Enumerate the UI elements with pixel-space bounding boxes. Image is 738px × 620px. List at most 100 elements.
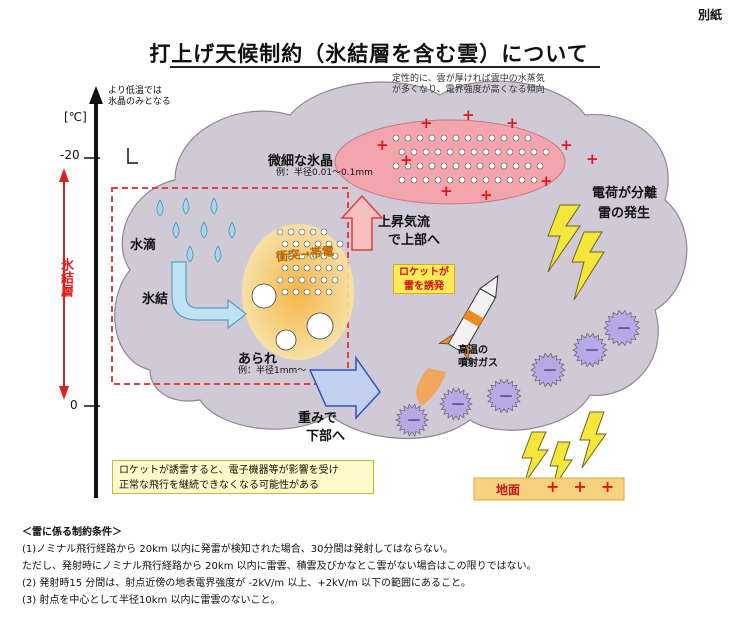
ice-crystal	[465, 163, 471, 169]
ice-crystal	[471, 177, 477, 183]
freezing-layer-arrowhead-bottom	[59, 386, 69, 400]
ice-crystal	[519, 177, 525, 183]
ice-crystal	[332, 277, 338, 283]
colder-note-pointer	[128, 148, 138, 163]
lightning-bolt	[580, 412, 606, 468]
ice-crystal	[423, 149, 429, 155]
plus-sign: +	[376, 136, 389, 154]
ice-crystal	[304, 289, 310, 295]
ice-crystal	[477, 163, 483, 169]
ice-crystal	[411, 177, 417, 183]
plus-sign: +	[506, 114, 519, 132]
ice-crystal	[299, 277, 305, 283]
ice-crystal	[405, 135, 411, 141]
freezing-layer-label: 氷結層	[56, 258, 75, 297]
constraint-item: (3) 射点を中心として半径10km 以内に雷雲のないこと。	[22, 592, 537, 609]
ice-crystal	[417, 135, 423, 141]
ice-crystal	[293, 289, 299, 295]
ice-crystal	[429, 135, 435, 141]
axis-tick-minus20: -20	[60, 148, 80, 162]
ice-crystal	[393, 163, 399, 169]
ice-crystal	[525, 163, 531, 169]
ice-crystal	[543, 149, 549, 155]
ice-crystal	[489, 163, 495, 169]
ice-crystal	[321, 229, 327, 235]
ice-crystal	[299, 229, 305, 235]
ice-crystal	[459, 177, 465, 183]
ice-crystal	[310, 229, 316, 235]
updraft-label: 上昇気流 で上部へ	[378, 214, 440, 250]
ice-crystal	[537, 163, 543, 169]
charge-separation-label: 電荷が分離 雷の発生	[592, 184, 657, 224]
ice-crystal	[282, 265, 288, 271]
ice-crystal	[507, 177, 513, 183]
ice-crystal	[441, 163, 447, 169]
ice-crystal	[489, 135, 495, 141]
ground-charges: +++	[546, 477, 628, 496]
axis-tick-zero: 0	[70, 398, 78, 412]
downward-label: 重みで 下部へ	[298, 410, 345, 446]
graupel-particle	[307, 313, 333, 339]
ice-crystal	[501, 163, 507, 169]
ice-crystal	[337, 241, 343, 247]
ice-crystal	[288, 229, 294, 235]
ice-crystal	[513, 163, 519, 169]
ice-crystal	[326, 289, 332, 295]
ice-crystal	[315, 289, 321, 295]
minus-sign: －	[616, 319, 632, 338]
axis-unit: [℃]	[64, 110, 87, 124]
ice-crystal	[277, 229, 283, 235]
graupel-particle	[252, 284, 276, 308]
lightning-constraints: ＜雷に係る制約条件＞ (1)ノミナル飛行経路から 20km 以内に発雷が検知され…	[22, 524, 537, 609]
ground-label: 地面	[496, 481, 520, 498]
lightning-bolt	[522, 432, 548, 484]
thick-cloud-note: 定性的に、雲が厚ければ雲中の水蒸気 が多くなり、電界強度が高くなる傾向	[392, 74, 545, 96]
ice-crystal	[277, 277, 283, 283]
plus-sign: +	[420, 114, 433, 132]
constraint-item: ただし、発射時にノミナル飛行経路から 20km 以内に雷雲、積雲及びかなとこ雲が…	[22, 558, 537, 575]
ice-crystal	[501, 135, 507, 141]
ice-crystal	[326, 265, 332, 271]
rocket-triggers-box: ロケットが 雷を誘発	[393, 264, 455, 294]
plus-sign: +	[586, 150, 599, 168]
ice-crystal	[513, 135, 519, 141]
freezing-layer-arrowhead-top	[59, 168, 69, 182]
graupel-note: 例：半径1mm～	[238, 366, 306, 377]
water-drop-label: 水滴	[130, 234, 156, 253]
plus-sign: +	[440, 182, 453, 200]
ice-crystal	[525, 135, 531, 141]
minus-sign: －	[584, 341, 600, 360]
minus-sign: －	[450, 395, 466, 414]
ice-crystal	[310, 277, 316, 283]
ice-crystal	[393, 135, 399, 141]
ice-crystal	[423, 177, 429, 183]
ice-crystal	[337, 265, 343, 271]
ice-crystal	[465, 135, 471, 141]
graupel-particle	[276, 330, 296, 350]
minus-sign: －	[498, 387, 514, 406]
ice-crystal	[435, 149, 441, 155]
plus-sign: +	[540, 172, 553, 190]
ice-crystal	[288, 277, 294, 283]
ice-crystal	[429, 163, 435, 169]
fine-ice-label: 微細な氷晶	[268, 150, 333, 169]
ice-crystal	[477, 135, 483, 141]
ice-crystal	[441, 135, 447, 141]
graupel-label: あられ	[238, 348, 277, 367]
ice-crystal	[304, 265, 310, 271]
plus-sign: +	[480, 186, 493, 204]
temperature-axis-arrowhead	[89, 86, 103, 104]
minus-sign: －	[542, 361, 558, 380]
ice-crystal	[315, 265, 321, 271]
ice-crystal	[459, 149, 465, 155]
ice-crystal	[507, 149, 513, 155]
ice-crystal	[399, 177, 405, 183]
cloud-diagram: －－－－－－ ++++++++++	[0, 0, 738, 520]
ice-crystal	[495, 149, 501, 155]
ice-crystal	[531, 149, 537, 155]
fine-ice-note: 例：半径0.01～0.1mm	[276, 168, 373, 179]
minus-sign: －	[406, 411, 422, 430]
ice-crystal	[453, 163, 459, 169]
ice-crystal	[293, 265, 299, 271]
ice-crystal	[483, 177, 489, 183]
